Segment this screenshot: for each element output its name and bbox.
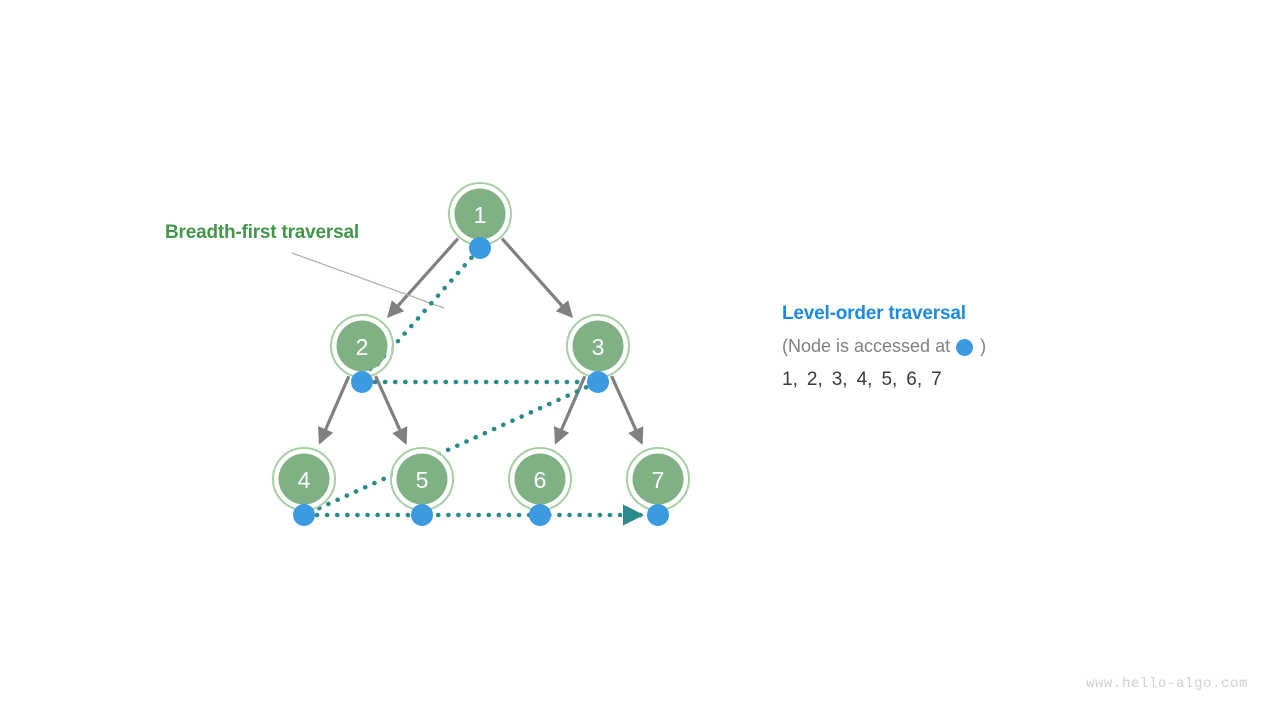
sequence-separator: , [792, 369, 798, 390]
tree-nodes: 1 2 3 4 5 6 7 [272, 182, 690, 511]
tree-node-1[interactable]: 1 [448, 182, 512, 246]
tree-node-4[interactable]: 4 [272, 447, 336, 511]
label-leader-line [291, 252, 445, 309]
node-fill-6 [514, 453, 566, 505]
node-label-3: 3 [592, 334, 605, 360]
visit-dot-1[interactable] [469, 237, 491, 259]
visit-markers [293, 237, 669, 526]
visit-dot-7[interactable] [647, 504, 669, 526]
tree-node-7[interactable]: 7 [626, 447, 690, 511]
sequence-separator: , [892, 369, 898, 390]
visit-dot-4[interactable] [293, 504, 315, 526]
sequence-item-4: 4 [856, 369, 868, 390]
node-label-6: 6 [534, 467, 547, 493]
tree-edge-n1-n2 [386, 237, 460, 319]
traversal-segment-3 [313, 385, 589, 512]
visit-dot-6[interactable] [529, 504, 551, 526]
tree-edges [318, 237, 644, 445]
sequence-item-2: 2 [806, 369, 818, 390]
sequence-item-5: 5 [881, 369, 893, 390]
legend-panel: Level-order traversal (Node is accessed … [782, 303, 1202, 391]
sequence-item-3: 3 [831, 369, 843, 390]
node-label-1: 1 [474, 202, 487, 228]
node-label-7: 7 [652, 467, 665, 493]
tree-edge-n1-n3 [500, 237, 574, 319]
node-fill-3 [572, 320, 624, 372]
breadth-first-traversal-label: Breadth-first traversal [165, 222, 359, 243]
tree-edge-n3-n7 [610, 375, 644, 445]
node-fill-2 [336, 320, 388, 372]
sequence-separator: , [842, 369, 848, 390]
tree-node-3[interactable]: 3 [566, 314, 630, 378]
node-fill-7 [632, 453, 684, 505]
sequence-separator: , [817, 369, 823, 390]
traversal-dotted-path [313, 255, 645, 526]
node-label-5: 5 [416, 467, 429, 493]
sequence-separator: , [916, 369, 923, 390]
node-fill-1 [454, 188, 506, 240]
visit-dot-2[interactable] [351, 371, 373, 393]
node-fill-4 [278, 453, 330, 505]
tree-node-2[interactable]: 2 [330, 314, 394, 378]
node-fill-5 [396, 453, 448, 505]
visit-dot-3[interactable] [587, 371, 609, 393]
sequence-separator: , [867, 369, 873, 390]
sequence-item-6: 6 [906, 369, 917, 390]
tree-node-6[interactable]: 6 [508, 447, 572, 511]
panel-subtitle-before: (Node is accessed at [782, 336, 951, 356]
sequence-item-7: 7 [931, 369, 942, 390]
tree-edge-n2-n5 [374, 375, 408, 445]
node-label-4: 4 [298, 467, 311, 493]
visit-marker-icon [956, 339, 974, 356]
tree-edge-n2-n4 [318, 375, 351, 445]
sequence-item-1: 1 [782, 369, 793, 390]
site-watermark: www.hello-algo.com [1085, 676, 1248, 692]
tree-edge-n3-n6 [554, 375, 587, 445]
node-label-2: 2 [356, 334, 369, 360]
visit-dot-5[interactable] [411, 504, 433, 526]
panel-subtitle: (Node is accessed at ) [782, 336, 1202, 357]
leader-line [291, 252, 445, 309]
tree-node-5[interactable]: 5 [390, 447, 454, 511]
traversal-sequence: 1,2,3,4,5,6,7 [782, 369, 1202, 391]
panel-subtitle-after: ) [980, 336, 987, 356]
panel-title: Level-order traversal [782, 303, 966, 324]
